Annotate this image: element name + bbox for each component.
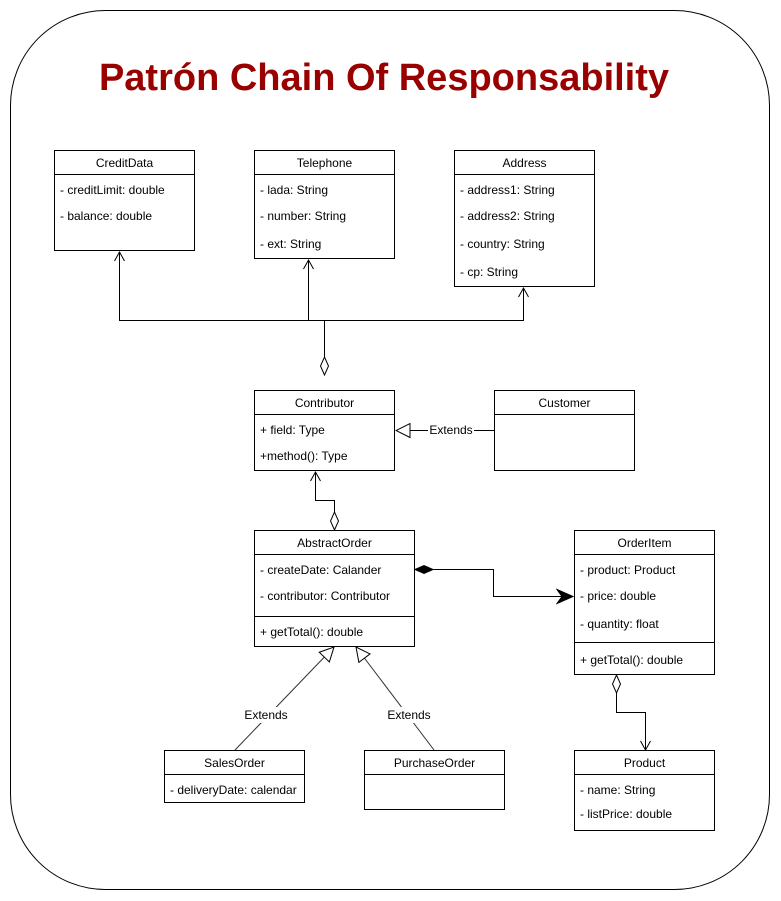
- class-name: Address: [502, 156, 546, 170]
- edge-abstractorder-contributor: [316, 472, 335, 530]
- class-attribute: - product: Product: [580, 563, 676, 577]
- class-name: CreditData: [96, 156, 154, 170]
- class-telephone: Telephone - lada: String - number: Strin…: [254, 150, 395, 259]
- edge-to-creditdata: [114, 250, 325, 321]
- class-name: PurchaseOrder: [394, 756, 475, 770]
- class-attribute: - country: String: [460, 237, 545, 251]
- class-salesorder: SalesOrder - deliveryDate: calendar: [164, 750, 305, 803]
- class-attribute: - balance: double: [60, 209, 152, 223]
- class-name: AbstractOrder: [297, 536, 372, 550]
- class-method: + getTotal(): double: [580, 653, 683, 667]
- edge-orderitem-product: [617, 675, 646, 750]
- class-name: SalesOrder: [204, 756, 265, 770]
- class-attribute: - number: String: [260, 209, 346, 223]
- edge-label-extends: Extends: [429, 423, 472, 437]
- diagram-title: Patrón Chain Of Responsability: [99, 57, 669, 99]
- edge-label-extends: Extends: [244, 708, 287, 722]
- class-attribute: - creditLimit: double: [60, 183, 165, 197]
- class-orderitem: OrderItem - product: Product - price: do…: [574, 530, 715, 675]
- class-attribute: + field: Type: [260, 423, 325, 437]
- class-method: + getTotal(): double: [260, 625, 363, 639]
- class-product: Product - name: String - listPrice: doub…: [574, 750, 715, 831]
- class-name: Contributor: [295, 396, 354, 410]
- edge-label-bg: [386, 707, 432, 723]
- class-attribute: - createDate: Calander: [260, 563, 381, 577]
- edge-purchaseorder-extends-abstractorder: [356, 647, 435, 751]
- class-address: Address - address1: String - address2: S…: [454, 150, 595, 287]
- class-attribute: - listPrice: double: [580, 807, 672, 821]
- edge-label-extends: Extends: [387, 708, 430, 722]
- edge-contributor-composite: [114, 250, 529, 375]
- class-attribute: - cp: String: [460, 265, 518, 279]
- edge-label-bg: [428, 422, 474, 438]
- class-contributor: Contributor + field: Type +method(): Typ…: [254, 390, 395, 471]
- class-abstractorder: AbstractOrder - createDate: Calander - c…: [254, 530, 415, 647]
- class-name: Telephone: [297, 156, 353, 170]
- class-attribute: - contributor: Contributor: [260, 589, 390, 603]
- class-attribute: - name: String: [580, 783, 655, 797]
- class-attribute: - price: double: [580, 589, 656, 603]
- edge-to-address: [324, 286, 529, 321]
- class-name: Product: [624, 756, 666, 770]
- edge-abstractorder-orderitem: [415, 570, 573, 597]
- class-attribute: - lada: String: [260, 183, 328, 197]
- class-attribute: - quantity: float: [580, 617, 659, 631]
- class-name: OrderItem: [617, 536, 671, 550]
- edge-salesorder-extends-abstractorder: [234, 647, 334, 751]
- class-attribute: - address1: String: [460, 183, 555, 197]
- class-attribute: - ext: String: [260, 237, 321, 251]
- class-attribute: +method(): Type: [260, 449, 348, 463]
- class-purchaseorder: PurchaseOrder: [364, 750, 505, 810]
- class-attribute: - deliveryDate: calendar: [170, 783, 297, 797]
- edge-label-bg: [243, 707, 289, 723]
- class-creditdata: CreditData - creditLimit: double - balan…: [54, 150, 195, 251]
- class-name: Customer: [538, 396, 590, 410]
- class-customer: Customer: [494, 390, 635, 471]
- class-attribute: - address2: String: [460, 209, 555, 223]
